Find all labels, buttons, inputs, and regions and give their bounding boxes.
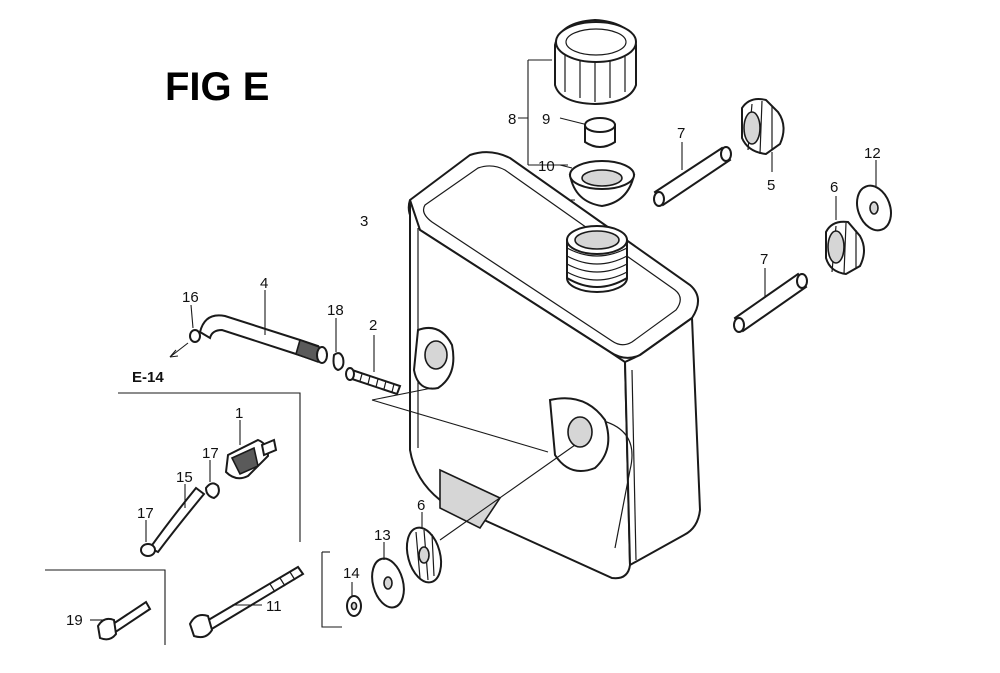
reference-e14: E-14 — [132, 369, 164, 386]
grommet-6-upper — [825, 220, 865, 276]
callout-6-lower: 6 — [417, 497, 425, 514]
callout-19: 19 — [66, 612, 83, 629]
callout-5: 5 — [767, 177, 775, 194]
callout-17-lower: 17 — [137, 505, 154, 522]
grommet-6-lower — [405, 526, 443, 584]
clip-17-upper — [204, 482, 220, 500]
tube-upper — [653, 146, 732, 207]
tank-mount-upper — [412, 326, 455, 390]
grommet-5 — [741, 98, 785, 156]
filler-cap — [554, 18, 637, 106]
washer-13 — [371, 557, 405, 609]
callout-18: 18 — [327, 302, 344, 319]
clip-16 — [189, 329, 201, 343]
fuel-hose — [198, 314, 328, 364]
bolt-2 — [345, 367, 402, 396]
washer-12 — [856, 184, 892, 232]
callout-7-upper: 7 — [677, 125, 685, 142]
hose-15 — [148, 486, 206, 554]
callout-7-lower: 7 — [760, 251, 768, 268]
callout-3: 3 — [360, 213, 368, 230]
tube-lower — [733, 272, 808, 333]
callout-10: 10 — [538, 158, 555, 175]
fuel-cock — [224, 438, 278, 480]
cap-seal — [584, 117, 616, 148]
figure-title: FIG E — [165, 65, 269, 109]
callout-1: 1 — [235, 405, 243, 422]
callout-6-upper: 6 — [830, 179, 838, 196]
callout-9: 9 — [542, 111, 550, 128]
bolt-19 — [96, 600, 152, 641]
fuel-strainer — [568, 160, 636, 208]
washer-14 — [346, 595, 362, 617]
fuel-tank — [407, 151, 702, 580]
callout-14: 14 — [343, 565, 360, 582]
clip-18 — [332, 352, 345, 372]
callout-8: 8 — [508, 111, 516, 128]
clip-17-lower — [140, 543, 156, 557]
callout-2: 2 — [369, 317, 377, 334]
callout-17-upper: 17 — [202, 445, 219, 462]
callout-12: 12 — [864, 145, 881, 162]
callout-15: 15 — [176, 469, 193, 486]
callout-13: 13 — [374, 527, 391, 544]
filler-neck — [566, 225, 628, 293]
callout-4: 4 — [260, 275, 268, 292]
bolt-11 — [188, 565, 305, 639]
callout-11: 11 — [266, 598, 282, 615]
callout-16: 16 — [182, 289, 199, 306]
